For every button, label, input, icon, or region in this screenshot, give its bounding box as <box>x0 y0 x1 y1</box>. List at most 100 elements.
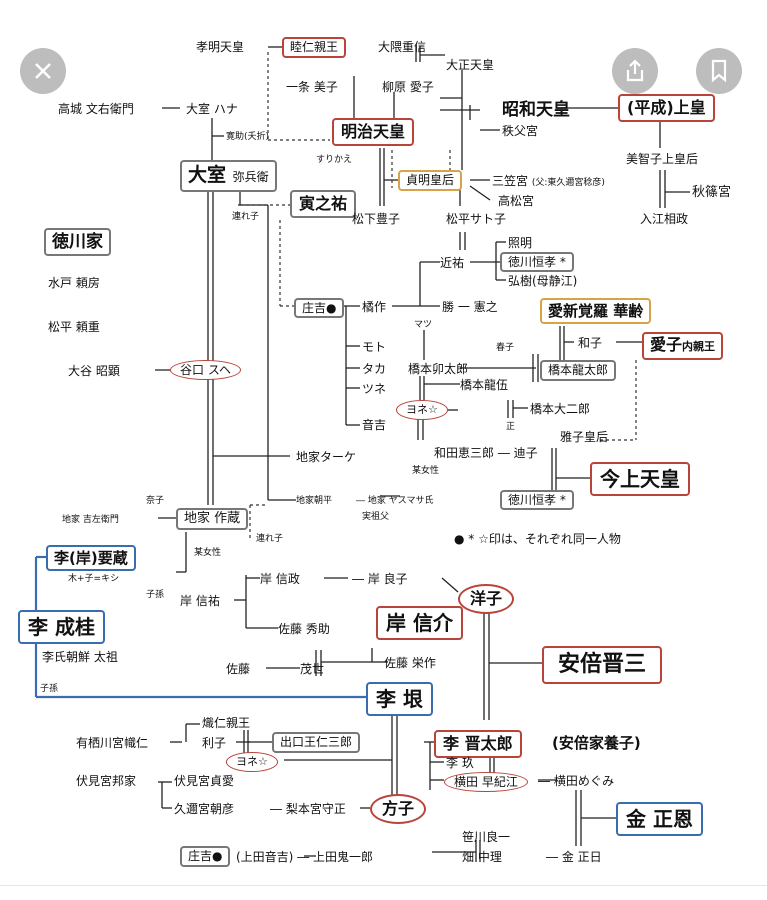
node-toshiko: 利子 <box>202 736 227 750</box>
node-jike-yasumasa: ― 地家 ヤスマサ氏 <box>356 496 434 506</box>
node-jike-asahira: 地家朝平 <box>296 496 333 506</box>
label-surikae: すりかえ <box>316 155 353 165</box>
node-chichibu: 秩父宮 <box>502 124 539 138</box>
node-hashimoto-utaro: 橋本卯太郎 <box>408 362 469 376</box>
node-okuma: 大隈重信 <box>378 40 427 54</box>
node-ichijo: 一条 美子 <box>286 80 338 94</box>
node-mutsuhito: 睦仁親王 <box>282 37 347 58</box>
node-heisei: (平成)上皇 <box>618 94 715 122</box>
node-abe-shinzo: 安倍晋三 <box>542 646 663 684</box>
node-kishi-yoshiko: ― 岸 良子 <box>352 572 408 586</box>
node-yoko: 洋子 <box>458 584 515 614</box>
share-icon <box>626 59 644 82</box>
node-jike-sakuzo: 地家 作蔵 <box>176 508 249 530</box>
node-tsune: ツネ <box>362 382 387 396</box>
node-shomei: 照明 <box>508 236 533 250</box>
node-hashimoto-ryutaro: 橋本龍太郎 <box>540 360 617 381</box>
node-jike-take: 地家ターケ <box>296 450 357 464</box>
label-shison-1: 子孫 <box>146 590 165 600</box>
node-masaru: 勝 一 憲之 <box>442 300 498 314</box>
label-matsu: マツ <box>414 320 433 330</box>
close-button[interactable] <box>20 48 66 94</box>
label-haruko: 春子 <box>496 343 515 353</box>
node-toranosuke: 寅之祐 <box>290 190 357 218</box>
omuro-label: 大室 <box>188 164 227 186</box>
node-ueda: (上田音吉) ― 上田鬼一郎 <box>236 850 373 864</box>
node-ri-kon: 李 垠 <box>366 682 433 716</box>
label-shison-2: 子孫 <box>40 684 59 694</box>
label-tsureko-1: 連れ子 <box>232 212 260 222</box>
label-sofu: 実祖父 <box>362 512 390 522</box>
node-arisugawa: 有栖川宮幟仁 <box>76 736 149 750</box>
node-matsushita: 松下豊子 <box>352 212 401 226</box>
node-hashimoto-ryugo: 橋本龍伍 <box>460 378 509 392</box>
node-showa: 昭和天皇 <box>502 100 570 120</box>
node-nashimoto: ― 梨本宮守正 <box>270 802 346 816</box>
node-hata: 畑 中理 <box>462 850 502 864</box>
node-ri-kishi: 李(岸)要蔵 <box>46 545 136 571</box>
node-kim-jongil: ― 金 正日 <box>546 850 602 864</box>
mikasa-label: 三笠宮 <box>492 174 529 188</box>
label-kiko-note: 木+子=キシ <box>68 574 120 584</box>
node-sato-hidesuke: 佐藤 秀助 <box>278 622 330 636</box>
bookmark-icon <box>711 59 727 83</box>
node-akishino: 秋篠宮 <box>692 185 732 200</box>
node-taka: タカ <box>362 362 387 376</box>
label-nanako: 奈子 <box>146 496 165 506</box>
node-wada: 和田恵三郎 ― 迪子 <box>434 446 538 460</box>
node-kuni: 久邇宮朝彦 <box>174 802 235 816</box>
node-hiroki: 弘樹(母静江) <box>508 274 578 288</box>
node-yokota-megumi: ― 横田めぐみ <box>538 774 615 788</box>
share-button[interactable] <box>612 48 658 94</box>
node-fushimi: 伏見宮邦家 <box>76 774 137 788</box>
node-aiko: 愛子内親王 <box>642 332 724 360</box>
node-sato: 佐藤 <box>226 662 251 676</box>
node-mikasa: 三笠宮 (父:東久邇宮稔彦) <box>492 174 605 188</box>
node-tokugawa-tsunetaka: 徳川恒孝 * <box>500 252 574 272</box>
node-rishi: 李氏朝鮮 太祖 <box>42 650 118 664</box>
node-oya: 大谷 昭顕 <box>68 364 120 378</box>
node-yokota-sakie: 横田 早紀江 <box>444 772 528 792</box>
node-tokugawa-tsunetaka-2: 徳川恒孝 * <box>500 490 574 510</box>
aiko-label: 愛子 <box>650 335 683 354</box>
node-kim-jongun: 金 正恩 <box>616 802 703 836</box>
node-kansuke: 寛助(夭折) <box>226 132 270 142</box>
legend-same-person: ● * ☆印は、それぞれ同一人物 <box>454 532 621 546</box>
node-masako: 雅子皇后 <box>560 430 609 444</box>
node-michiko: 美智子上皇后 <box>626 152 699 166</box>
node-meiji: 明治天皇 <box>332 118 415 146</box>
node-jike-kichizaemon: 地家 吉左衛門 <box>62 515 119 525</box>
label-boseisei: 某女性 <box>412 466 440 476</box>
bottom-divider <box>0 885 767 886</box>
aiko-sub: 内親王 <box>682 340 716 353</box>
node-omuro-yaheiji: 大室 弥兵衛 <box>180 160 277 192</box>
node-kishi-nobusuke-p: 岸 信祐 <box>180 594 220 608</box>
node-ri-seikei: 李 成桂 <box>18 610 105 644</box>
node-takagi: 高城 文右衛門 <box>58 102 134 116</box>
node-moto: モト <box>362 340 387 354</box>
node-taniguchi: 谷口 スヘ <box>170 360 241 380</box>
node-chikasuke: 近祐 <box>440 256 465 270</box>
label-boseisei-2: 某女性 <box>194 548 222 558</box>
node-koumei: 孝明天皇 <box>196 40 245 54</box>
label-tadashi: 正 <box>506 422 516 432</box>
node-imajo: 今上天皇 <box>590 462 690 496</box>
node-mito: 水戸 頼房 <box>48 276 100 290</box>
bookmark-button[interactable] <box>696 48 742 94</box>
node-moyo: 茂世 <box>300 662 325 676</box>
node-otokichi: 音吉 <box>362 418 387 432</box>
node-sato-eisaku: 佐藤 栄作 <box>384 656 436 670</box>
mikasa-note: (父:東久邇宮稔彦) <box>531 178 605 188</box>
node-omuro-hana: 大室 ハナ <box>186 102 238 116</box>
node-deguchi: 出口王仁三郎 <box>272 732 361 753</box>
node-sasagawa: 笹川良一 <box>462 830 511 844</box>
node-aishin: 愛新覚羅 華齢 <box>540 298 652 324</box>
node-hashisaku: 橘作 <box>362 300 387 314</box>
node-teimei: 貞明皇后 <box>398 170 463 191</box>
node-kishi-nobumasa: 岸 信政 <box>260 572 300 586</box>
node-kishi-nobusuke: 岸 信介 <box>376 606 463 640</box>
node-kazuko: 和子 <box>578 336 603 350</box>
node-matsudaira-yorishige: 松平 頼重 <box>48 320 100 334</box>
